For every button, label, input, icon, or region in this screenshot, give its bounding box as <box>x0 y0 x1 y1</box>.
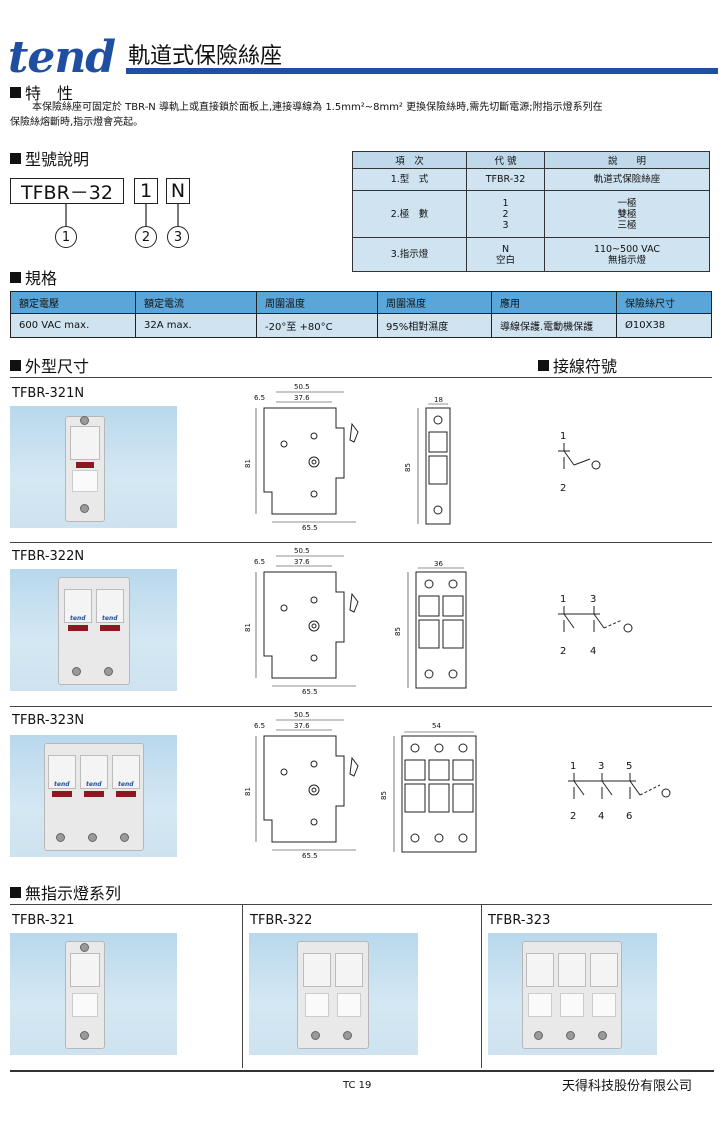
column-divider <box>242 904 243 1068</box>
dim-drawing-front-322n: 36 85 <box>394 560 467 689</box>
table-header-row: 額定電壓 額定電流 周圍溫度 周圍濕度 應用 保險絲尺寸 <box>10 291 712 314</box>
svg-text:37.6: 37.6 <box>294 394 310 402</box>
svg-text:6.5: 6.5 <box>254 722 265 730</box>
specs-heading: 規格 <box>10 265 57 289</box>
svg-text:1: 1 <box>570 761 576 772</box>
svg-text:85: 85 <box>380 791 388 800</box>
product-photo-323 <box>488 933 657 1055</box>
svg-text:81: 81 <box>244 459 252 468</box>
svg-text:1: 1 <box>560 594 566 605</box>
model-part-pole: 1 <box>134 178 158 204</box>
svg-text:50.5: 50.5 <box>294 547 310 555</box>
divider <box>10 904 712 905</box>
svg-text:65.5: 65.5 <box>302 524 318 532</box>
svg-text:85: 85 <box>404 463 412 472</box>
product-photo-322n: tend tend <box>10 569 177 691</box>
table-header-row: 項 次 代 號 說 明 <box>352 151 710 169</box>
model-name-321n: TFBR-321N <box>12 386 85 401</box>
wiring-symbol-322n: 1 3 2 4 <box>558 594 633 657</box>
svg-text:65.5: 65.5 <box>302 852 318 860</box>
brand-logo: tend <box>8 32 116 83</box>
svg-text:5: 5 <box>626 761 632 772</box>
svg-text:1: 1 <box>560 431 566 442</box>
section-bullet-icon <box>10 359 21 371</box>
dim-drawing-front-323n: 54 85 <box>380 722 477 853</box>
svg-text:2: 2 <box>560 483 566 494</box>
circle-marker-3: 3 <box>167 226 189 248</box>
wiring-symbol-321n: 1 2 <box>558 431 601 494</box>
dimensions-heading: 外型尺寸 <box>10 353 89 377</box>
divider <box>10 542 712 543</box>
svg-text:2: 2 <box>570 811 576 822</box>
section-bullet-icon <box>538 359 549 371</box>
footer-divider <box>10 1070 714 1072</box>
model-name-321: TFBR-321 <box>12 913 75 928</box>
divider <box>10 706 712 707</box>
svg-text:6: 6 <box>626 811 632 822</box>
model-name-322n: TFBR-322N <box>12 549 85 564</box>
page-header: tend 軌道式保險絲座 <box>6 30 718 83</box>
svg-text:4: 4 <box>590 646 596 657</box>
divider <box>10 377 712 378</box>
model-legend-table: 項 次 代 號 說 明 1.型 式 TFBR-32 軌道式保險絲座 2.極 數 … <box>352 151 710 272</box>
model-part-lamp: N <box>166 178 190 204</box>
svg-text:65.5: 65.5 <box>302 688 318 696</box>
svg-text:3: 3 <box>590 594 596 605</box>
table-row: 600 VAC max. 32A max. -20°至 +80°C 95%相對濕… <box>10 313 712 338</box>
features-heading: 特 性 <box>10 80 73 104</box>
svg-text:2: 2 <box>560 646 566 657</box>
table-row: 2.極 數 1 2 3 一極 雙極 三極 <box>352 190 710 238</box>
svg-text:81: 81 <box>244 623 252 632</box>
model-part-base: TFBR－32 <box>10 178 124 204</box>
dim-drawing-side-323n: 50.5 6.5 37.6 81 65.5 <box>244 711 359 860</box>
section-bullet-icon <box>10 271 21 283</box>
dim-drawing-side-322n: 50.5 6.5 37.6 81 65.5 <box>244 547 359 696</box>
svg-text:3: 3 <box>598 761 604 772</box>
svg-text:85: 85 <box>394 627 402 636</box>
spec-table: 額定電壓 額定電流 周圍溫度 周圍濕度 應用 保險絲尺寸 600 VAC max… <box>10 291 712 338</box>
svg-text:50.5: 50.5 <box>294 383 310 391</box>
svg-text:6.5: 6.5 <box>254 558 265 566</box>
wiring-symbol-323n: 1 3 5 2 4 6 <box>568 761 671 822</box>
dim-drawing-front-321n: 18 85 <box>404 396 451 525</box>
svg-text:81: 81 <box>244 787 252 796</box>
page-number: TC 19 <box>343 1080 372 1091</box>
svg-text:18: 18 <box>434 396 443 404</box>
svg-text:6.5: 6.5 <box>254 394 265 402</box>
circle-marker-2: 2 <box>135 226 157 248</box>
company-name: 天得科技股份有限公司 <box>562 1079 693 1094</box>
model-explain-heading: 型號說明 <box>10 146 89 170</box>
section-bullet-icon <box>10 152 21 164</box>
model-name-323: TFBR-323 <box>488 913 551 928</box>
model-name-322: TFBR-322 <box>250 913 313 928</box>
page-title: 軌道式保險絲座 <box>128 44 283 69</box>
section-bullet-icon <box>10 86 21 98</box>
no-lamp-heading: 無指示燈系列 <box>10 880 121 904</box>
features-text: 本保險絲座可固定於 TBR-N 導軌上或直接鎖於面板上,連接導線為 1.5mm²… <box>10 102 603 128</box>
model-name-323n: TFBR-323N <box>12 713 85 728</box>
table-row: 3.指示燈 N 空白 110~500 VAC 無指示燈 <box>352 237 710 272</box>
svg-text:36: 36 <box>434 560 443 568</box>
svg-text:37.6: 37.6 <box>294 558 310 566</box>
product-photo-322 <box>249 933 418 1055</box>
product-photo-321 <box>10 933 177 1055</box>
svg-text:50.5: 50.5 <box>294 711 310 719</box>
header-accent-bar <box>126 68 718 74</box>
svg-text:37.6: 37.6 <box>294 722 310 730</box>
product-photo-323n: tend tend tend <box>10 735 177 857</box>
wiring-heading: 接線符號 <box>538 353 617 377</box>
column-divider <box>481 904 482 1068</box>
svg-text:54: 54 <box>432 722 441 730</box>
dim-drawing-side-321n: 50.5 6.5 37.6 81 65.5 <box>244 383 359 532</box>
table-row: 1.型 式 TFBR-32 軌道式保險絲座 <box>352 168 710 191</box>
circle-marker-1: 1 <box>55 226 77 248</box>
model-connector-lines <box>65 204 179 226</box>
svg-text:4: 4 <box>598 811 604 822</box>
section-bullet-icon <box>10 886 21 898</box>
product-photo-321n <box>10 406 177 528</box>
